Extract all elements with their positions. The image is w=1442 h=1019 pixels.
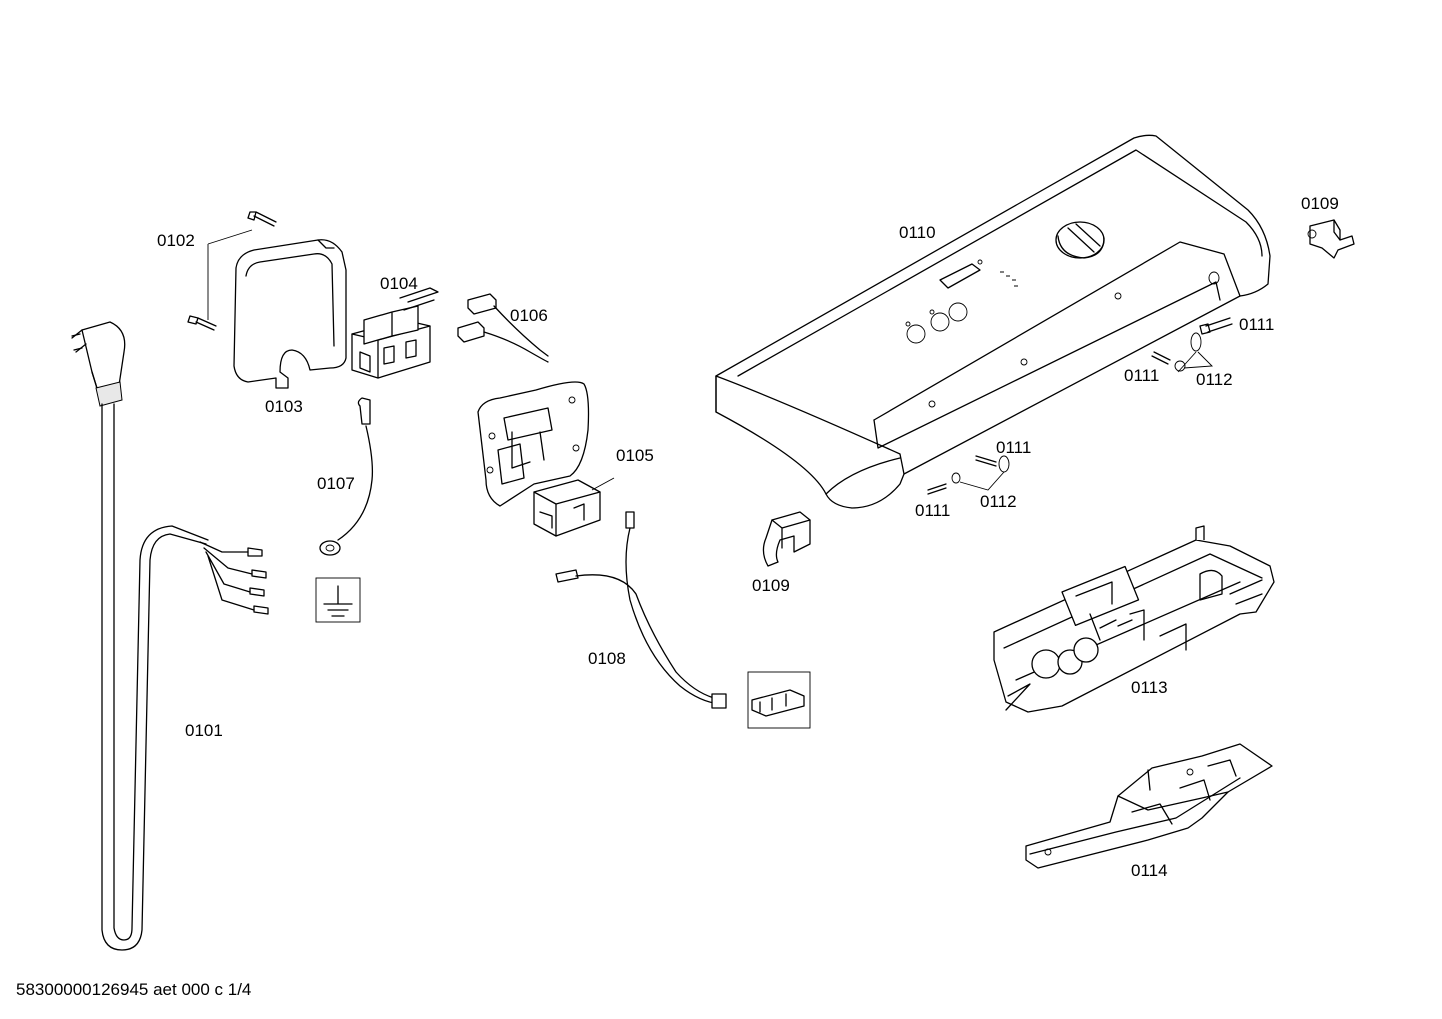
part-label-0111: 0111 — [1239, 315, 1274, 334]
part-label-0111: 0111 — [915, 501, 950, 520]
part-label-0110: 0110 — [899, 223, 936, 242]
ground-symbol-icon — [315, 577, 361, 623]
part-label-0111: 0111 — [1124, 366, 1159, 385]
support-bracket-part — [1025, 743, 1273, 869]
leader-lines — [1177, 351, 1197, 373]
part-label-0111: 0111 — [996, 438, 1031, 457]
terminal-block-part — [351, 287, 439, 379]
part-label-0114: 0114 — [1131, 861, 1168, 880]
part-label-0105: 0105 — [616, 446, 654, 465]
ground-wire-part — [319, 397, 374, 556]
washer-part — [951, 332, 1214, 491]
part-label-0103: 0103 — [265, 397, 303, 416]
control-module-part — [993, 525, 1275, 713]
part-label-0112: 0112 — [980, 492, 1017, 511]
part-label-0113: 0113 — [1131, 678, 1168, 697]
part-label-0101: 0101 — [185, 721, 223, 740]
wire-harness-part — [555, 511, 811, 729]
part-label-0109: 0109 — [1301, 194, 1339, 213]
part-label-0104: 0104 — [380, 274, 418, 293]
clip-part — [762, 511, 811, 567]
screw-part — [927, 317, 1233, 495]
terminal-cover-part — [233, 239, 347, 389]
document-id-footer: 58300000126945 aet 000 c 1/4 — [16, 980, 252, 999]
part-label-0108: 0108 — [588, 649, 626, 668]
part-label-0102: 0102 — [157, 231, 195, 250]
part-label-0107: 0107 — [317, 474, 355, 493]
relay-part — [533, 477, 615, 537]
part-label-0109: 0109 — [752, 576, 790, 595]
connector-part — [457, 293, 549, 363]
power-cord-part — [71, 321, 269, 951]
screw-part — [187, 211, 277, 331]
part-label-0106: 0106 — [510, 306, 548, 325]
control-panel-part — [715, 134, 1271, 509]
clip-part — [1307, 219, 1355, 259]
mounting-plate-part — [477, 381, 590, 507]
part-labels: 0101 0102 0103 0104 0105 0106 0107 0108 … — [157, 194, 1339, 880]
part-label-0112: 0112 — [1196, 370, 1233, 389]
